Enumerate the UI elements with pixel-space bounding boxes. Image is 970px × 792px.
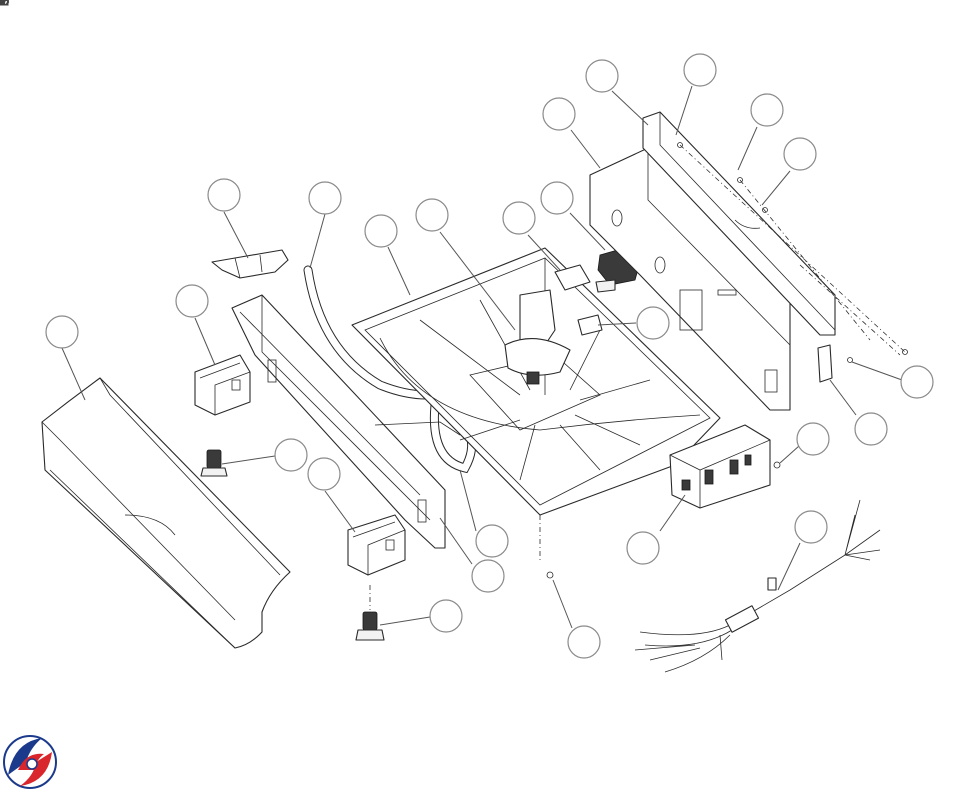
svg-text:9: 9 (0, 0, 5, 10)
callout: 20 (0, 0, 619, 93)
brand-logo (3, 735, 57, 789)
callout: 16 (0, 0, 888, 446)
svg-text:3: 3 (0, 0, 5, 10)
callout: 19 (0, 0, 828, 544)
svg-text:13: 13 (0, 0, 9, 10)
callout: 10 (0, 0, 670, 340)
leader-lines (61, 85, 903, 629)
part-control-box (669, 424, 771, 509)
svg-text:10: 10 (0, 0, 9, 10)
svg-text:13: 13 (0, 0, 9, 10)
part-wire-harness (634, 499, 881, 673)
callout: 17 (0, 0, 660, 565)
callout: 2 (0, 0, 308, 472)
callout: 2 (0, 0, 463, 633)
callout: 13 (0, 0, 817, 171)
svg-text:6: 6 (0, 0, 5, 10)
part-front-rail (231, 294, 446, 549)
svg-text:16: 16 (0, 0, 9, 10)
callout: 5 (0, 0, 505, 593)
svg-text:8: 8 (0, 0, 5, 10)
callout: 3 (0, 0, 341, 491)
svg-text:20: 20 (0, 0, 9, 10)
svg-text:15: 15 (0, 0, 9, 10)
part-rear-bracket (817, 344, 833, 383)
callout: 13 (0, 0, 717, 87)
callout: 15 (0, 0, 934, 399)
svg-text:13: 13 (0, 0, 9, 10)
svg-text:6: 6 (0, 0, 5, 10)
svg-text:17: 17 (0, 0, 9, 10)
part-clip (211, 249, 289, 279)
callout: 11 (0, 0, 574, 215)
svg-text:3: 3 (0, 0, 5, 10)
callout: 13 (0, 0, 784, 127)
callout: 6 (0, 0, 509, 558)
svg-text:11: 11 (0, 0, 9, 10)
screw-control (773, 461, 781, 469)
callout: 9 (0, 0, 536, 235)
part-leveling-foot-lower (355, 585, 385, 641)
callout: 4 (0, 0, 241, 212)
callout: 1 (0, 0, 79, 349)
callout: 8 (0, 0, 449, 232)
svg-text:7: 7 (0, 0, 5, 10)
part-leveling-foot-upper (200, 449, 228, 477)
callout: 6 (0, 0, 342, 215)
part-bracket-left (194, 354, 251, 416)
part-pump (504, 289, 571, 385)
svg-text:19: 19 (0, 0, 9, 10)
svg-text:1: 1 (0, 0, 5, 10)
callout: 13 (0, 0, 830, 456)
part-float-switch (554, 264, 591, 291)
callout: 3 (0, 0, 209, 318)
part-bracket-right (347, 514, 406, 576)
part-top-rail (642, 111, 908, 356)
screw-bottom (546, 571, 554, 579)
svg-text:2: 2 (0, 0, 5, 10)
part-kick-panel (41, 377, 291, 649)
part-screw-15 (847, 357, 853, 363)
svg-text:12: 12 (0, 0, 9, 10)
svg-text:13: 13 (0, 0, 9, 10)
callout: 7 (0, 0, 398, 248)
svg-text:13: 13 (0, 0, 9, 10)
svg-text:2: 2 (0, 0, 5, 10)
callout: 13 (0, 0, 601, 659)
svg-text:4: 4 (0, 0, 5, 10)
svg-text:5: 5 (0, 0, 5, 10)
part-sensor (577, 314, 603, 336)
callout: 12 (0, 0, 576, 131)
